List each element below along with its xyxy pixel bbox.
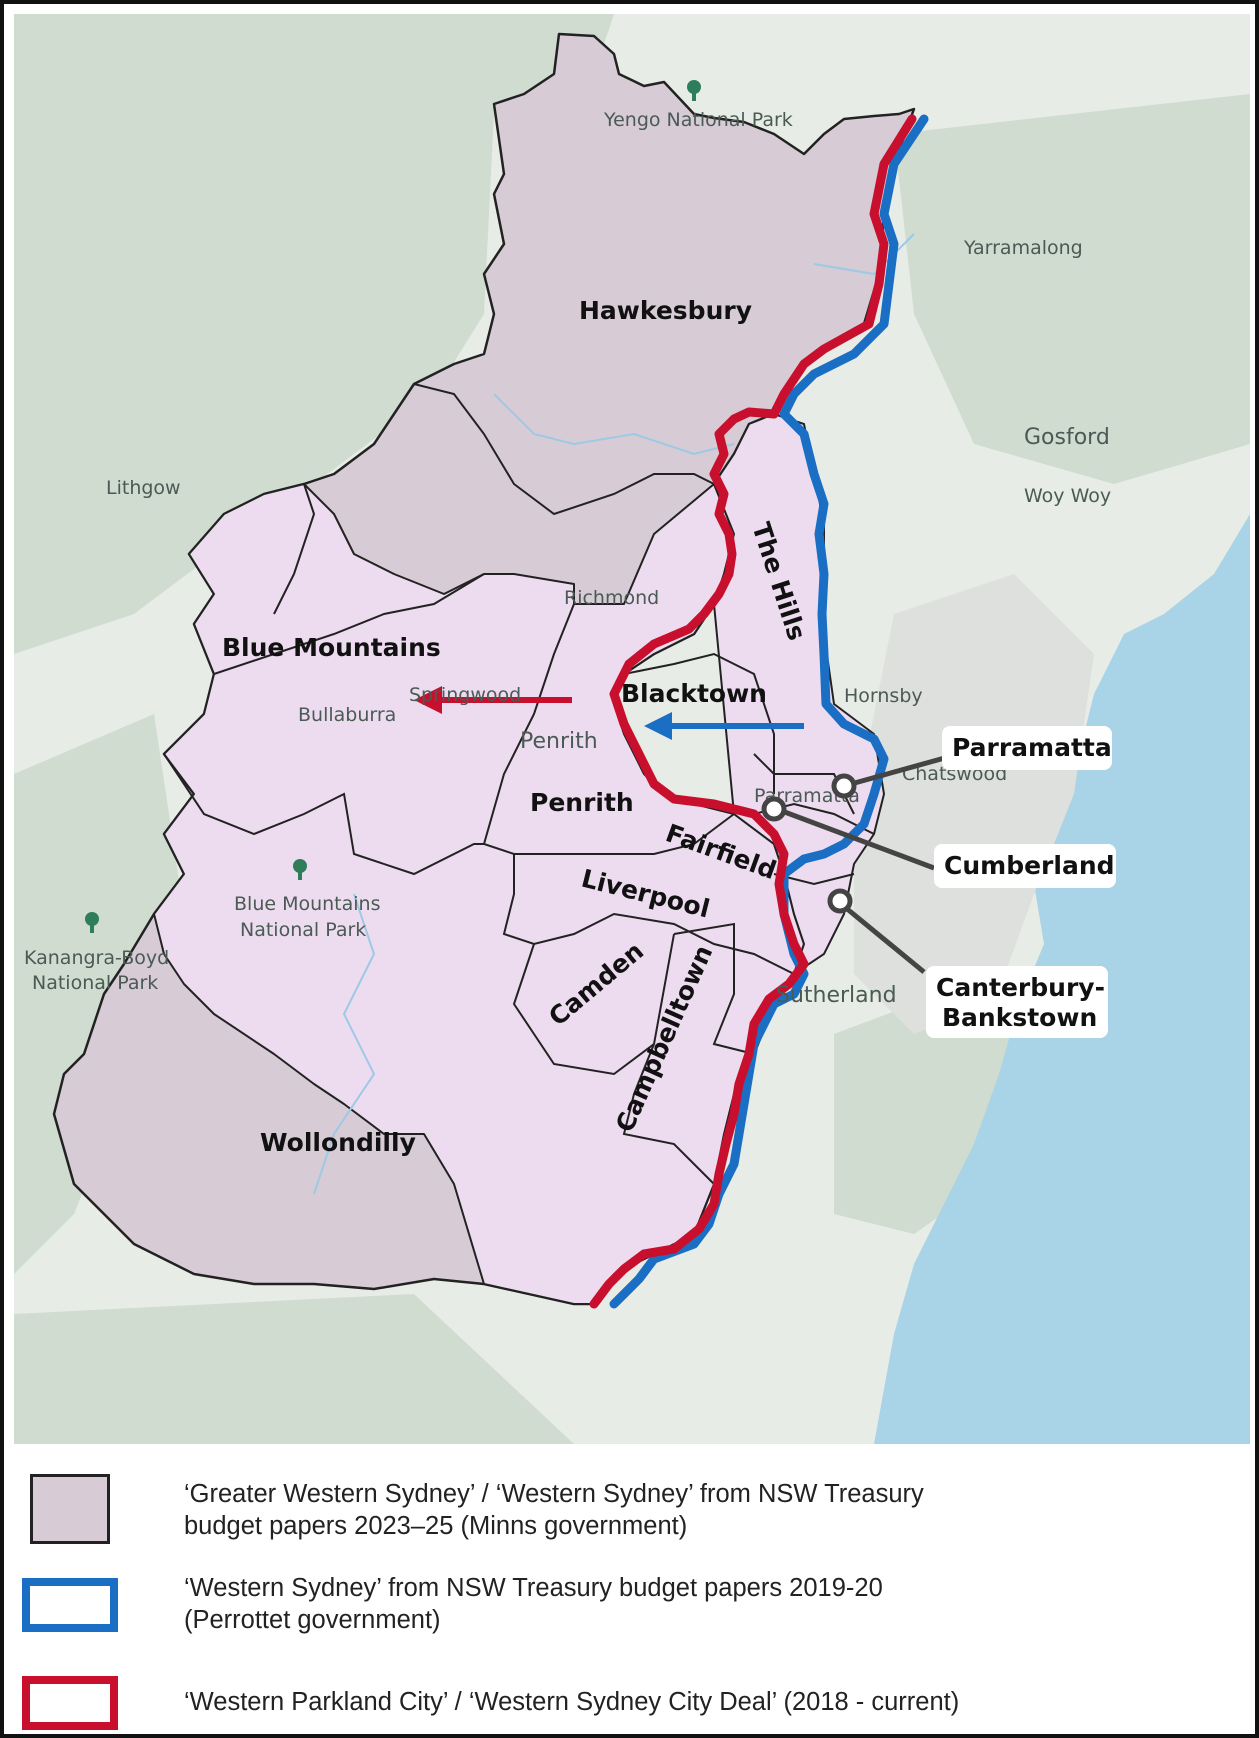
left-arrow-icon [644,712,804,740]
place-label-springwood: Springwood [409,684,521,706]
place-label-bm-np-2: National Park [240,919,366,941]
region-label-wollondilly: Wollondilly [260,1128,416,1157]
callout-pin-icon [761,796,787,822]
place-label-bm-np-1: Blue Mountains [234,893,381,915]
place-label-gosford: Gosford [1024,425,1110,450]
callout-cumberland: Cumberland [761,796,1116,888]
legend-text-gws: ‘Greater Western Sydney’ / ‘Western Sydn… [184,1478,1134,1542]
legend-text-blue: ‘Western Sydney’ from NSW Treasury budge… [184,1572,1134,1636]
region-label-penrith: Penrith [530,788,634,817]
place-label-kanangra-1: Kanangra-Boyd [24,947,169,969]
left-arrow-icon [414,686,572,714]
place-label-richmond: Richmond [564,587,659,609]
park-tree-icon [293,859,307,880]
place-label-woy-woy: Woy Woy [1024,485,1111,507]
legend-row-blue [18,1578,118,1632]
legend: ‘Greater Western Sydney’ / ‘Western Sydn… [18,1454,1248,1734]
region-label-blacktown: Blacktown [621,679,767,708]
region-label-blue-mountains: Blue Mountains [222,633,441,662]
svg-text:Parramatta: Parramatta [952,733,1112,762]
legend-gws-line2: budget papers 2023–25 (Minns government) [184,1512,688,1540]
place-label-yengo: Yengo National Park [603,109,793,131]
legend-text-red: ‘Western Parkland City’ / ‘Western Sydne… [184,1686,1134,1718]
rivers [313,233,915,1195]
forest-areas [14,14,1250,1444]
legend-ws-line1: ‘Western Sydney’ from NSW Treasury budge… [184,1574,883,1602]
place-label-sutherland: Sutherland [776,983,897,1008]
svg-text:Canterbury-: Canterbury- [936,973,1105,1002]
legend-gws-line1: ‘Greater Western Sydney’ / ‘Western Sydn… [184,1480,924,1508]
legend-row-red [18,1676,118,1730]
legend-swatch-red [22,1676,118,1730]
place-label-penrith-town: Penrith [520,729,598,754]
svg-text:Bankstown: Bankstown [942,1003,1097,1032]
lga-boundaries [163,383,875,1185]
red-boundary-line [589,114,917,1309]
place-label-bullaburra: Bullaburra [298,704,396,726]
callout-pin-icon [831,773,857,799]
legend-wpc-line: ‘Western Parkland City’ / ‘Western Sydne… [184,1688,960,1716]
legend-row-gws [18,1474,110,1544]
place-label-kanangra-2: National Park [32,972,158,994]
region-label-hawkesbury: Hawkesbury [579,296,752,325]
place-label-lithgow: Lithgow [106,477,181,499]
urban-area [854,574,1094,1034]
callout-parramatta: Parramatta [831,726,1112,799]
map-canvas: Yengo National Park Yarramalong Gosford … [14,14,1250,1444]
legend-swatch-gws [30,1474,110,1544]
park-tree-icon [85,912,99,933]
legend-ws-line2: (Perrottet government) [184,1606,441,1634]
place-label-hornsby: Hornsby [844,685,923,707]
park-tree-icon [687,80,701,101]
svg-text:Cumberland: Cumberland [944,851,1115,880]
callout-canterbury-bankstown: Canterbury- Bankstown [827,888,1108,1038]
place-label-yarramalong: Yarramalong [963,237,1083,259]
legend-swatch-blue [22,1578,118,1632]
callout-pin-icon [827,888,853,914]
